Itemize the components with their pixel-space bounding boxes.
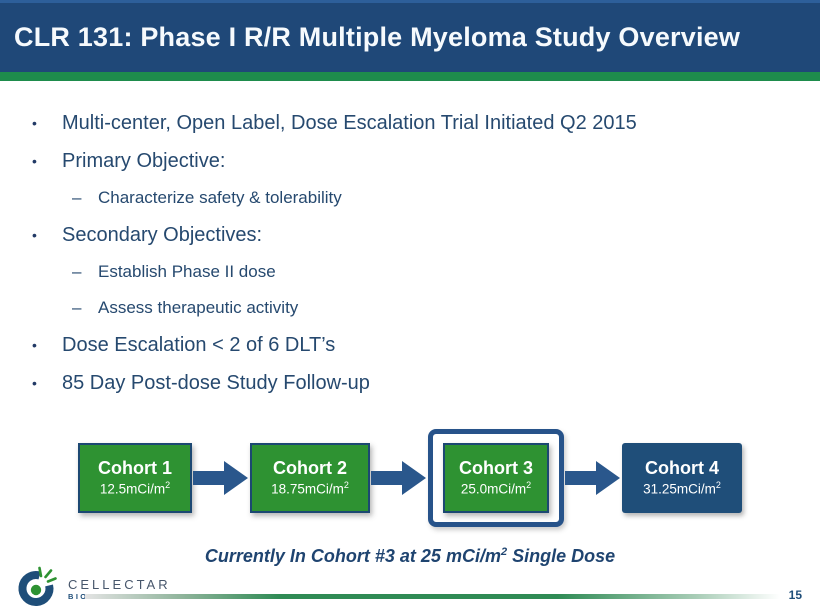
flow-arrow-icon bbox=[371, 461, 426, 495]
bullet-text: Establish Phase II dose bbox=[98, 262, 276, 281]
cohort-dose: 18.75mCi/m2 bbox=[271, 479, 349, 497]
bullet-list: • Multi-center, Open Label, Dose Escalat… bbox=[28, 104, 798, 402]
bullet-item: • Secondary Objectives: bbox=[28, 216, 798, 254]
flow-arrow-icon bbox=[565, 461, 620, 495]
bullet-marker: • bbox=[32, 227, 37, 243]
bullet-marker: • bbox=[32, 153, 37, 169]
current-cohort-highlight: Cohort 3 25.0mCi/m2 bbox=[428, 429, 564, 527]
sub-bullet-item: – Establish Phase II dose bbox=[28, 254, 798, 290]
dash-marker: – bbox=[72, 298, 82, 317]
bullet-text: Multi-center, Open Label, Dose Escalatio… bbox=[62, 111, 637, 134]
cohort-box-4: Cohort 4 31.25mCi/m2 bbox=[622, 443, 742, 513]
slide-title: CLR 131: Phase I R/R Multiple Myeloma St… bbox=[14, 22, 741, 52]
bullet-item: • Multi-center, Open Label, Dose Escalat… bbox=[28, 104, 798, 142]
bullet-marker: • bbox=[32, 337, 37, 353]
bullet-item: • Primary Objective: bbox=[28, 142, 798, 180]
flow-arrow-icon bbox=[193, 461, 248, 495]
page-number: 15 bbox=[788, 588, 802, 602]
dash-marker: – bbox=[72, 262, 82, 281]
cohort-flow-diagram: Cohort 1 12.5mCi/m2 Cohort 2 18.75mCi/m2… bbox=[0, 428, 820, 528]
bullet-text: Characterize safety & tolerability bbox=[98, 188, 342, 207]
cohort-dose: 25.0mCi/m2 bbox=[460, 479, 532, 497]
bullet-marker: • bbox=[32, 115, 37, 131]
accent-stripe bbox=[0, 72, 820, 81]
cohort-dose: 31.25mCi/m2 bbox=[643, 479, 721, 497]
title-bar: CLR 131: Phase I R/R Multiple Myeloma St… bbox=[0, 0, 820, 72]
bullet-text: Secondary Objectives: bbox=[62, 223, 263, 246]
bullet-text: Dose Escalation < 2 of 6 DLT’s bbox=[62, 333, 336, 356]
cohort-box-1: Cohort 1 12.5mCi/m2 bbox=[78, 443, 192, 513]
cohort-box-3: Cohort 3 25.0mCi/m2 bbox=[443, 443, 549, 513]
bullet-text: 85 Day Post-dose Study Follow-up bbox=[62, 371, 370, 394]
bullet-text: Primary Objective: bbox=[62, 149, 226, 172]
bullet-item: • Dose Escalation < 2 of 6 DLT’s bbox=[28, 326, 798, 364]
footer-gradient-line bbox=[85, 594, 780, 599]
cohort-name: Cohort 1 bbox=[98, 458, 172, 479]
bullet-text: Assess therapeutic activity bbox=[98, 298, 299, 317]
logo-name: CELLECTAR bbox=[68, 576, 171, 592]
logo-mark-icon bbox=[18, 566, 57, 606]
bullet-item: • 85 Day Post-dose Study Follow-up bbox=[28, 364, 798, 402]
cohort-name: Cohort 3 bbox=[459, 458, 533, 479]
sub-bullet-item: – Assess therapeutic activity bbox=[28, 290, 798, 326]
sub-bullet-item: – Characterize safety & tolerability bbox=[28, 180, 798, 216]
company-logo: CELLECTAR BIOSCIENCES bbox=[14, 564, 171, 610]
cohort-dose: 12.5mCi/m2 bbox=[99, 479, 171, 497]
cohort-name: Cohort 4 bbox=[645, 458, 719, 479]
status-note: Currently In Cohort #3 at 25 mCi/m2 Sing… bbox=[204, 546, 616, 566]
cohort-name: Cohort 2 bbox=[273, 458, 347, 479]
dash-marker: – bbox=[72, 188, 82, 207]
bullet-marker: • bbox=[32, 375, 37, 391]
cohort-box-2: Cohort 2 18.75mCi/m2 bbox=[250, 443, 370, 513]
